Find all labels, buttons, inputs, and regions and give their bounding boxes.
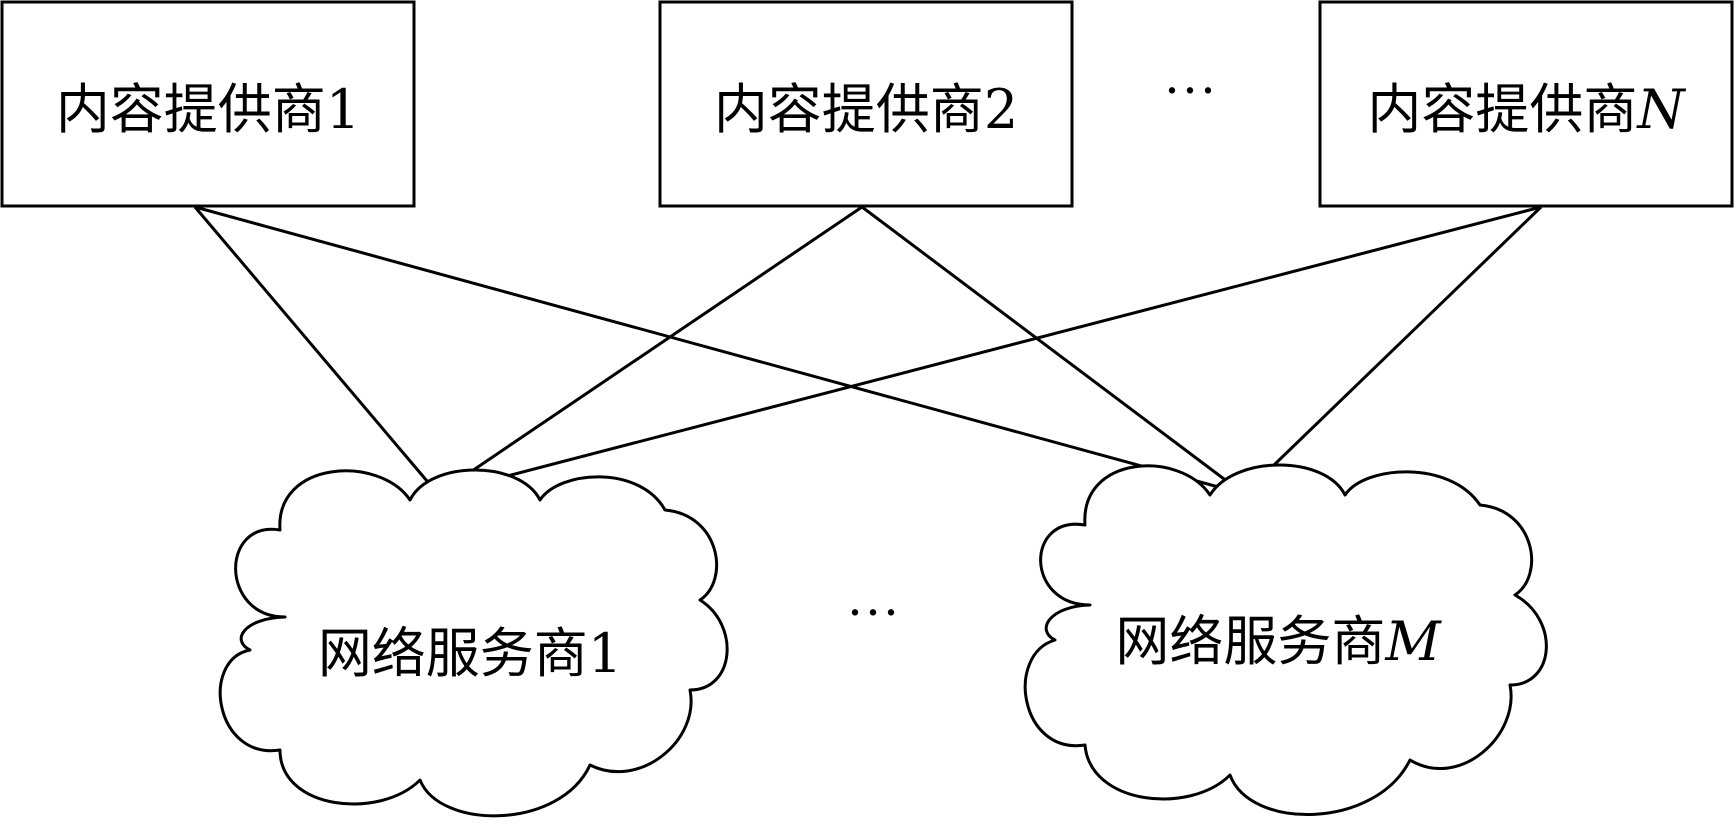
content-provider-1-index: 1: [326, 78, 360, 141]
content-provider-2: 内容提供商2: [658, 0, 1074, 208]
network-provider-m-index: M: [1384, 610, 1442, 673]
content-provider-2-label: 内容提供商2: [714, 78, 1018, 141]
content-provider-n-label: 内容提供商N: [1367, 78, 1686, 141]
link-cp1-npM: [194, 205, 1245, 496]
ellipsis-network-providers: ···: [846, 582, 900, 642]
link-cp2-np1: [437, 205, 863, 496]
network-provider-1-label: 网络服务商1: [318, 622, 622, 685]
content-provider-n: 内容提供商N: [1318, 0, 1734, 208]
link-cp1-np1: [193, 206, 440, 495]
network-provider-m-cloud-shape: [1023, 463, 1548, 817]
network-provider-1-index: 1: [588, 622, 622, 685]
content-provider-2-box: [658, 0, 1074, 208]
network-provider-1: 网络服务商1: [218, 468, 729, 818]
connection-lines: [193, 205, 1543, 496]
link-cpN-np1: [437, 205, 1542, 496]
ellipsis-content-providers: ···: [1163, 60, 1217, 120]
content-provider-2-index: 2: [984, 78, 1018, 141]
content-provider-n-box: [1318, 0, 1734, 208]
link-cp2-npM: [861, 205, 1245, 496]
content-provider-1-box: [0, 0, 416, 208]
link-cpN-npM: [1242, 205, 1543, 496]
network-provider-1-cloud-shape: [218, 468, 729, 818]
content-provider-1: 内容提供商1: [0, 0, 416, 208]
network-provider-m-label: 网络服务商M: [1115, 610, 1442, 673]
network-provider-m: 网络服务商M: [1023, 463, 1548, 817]
content-provider-n-index: N: [1635, 78, 1686, 141]
content-provider-1-label: 内容提供商1: [56, 78, 360, 141]
